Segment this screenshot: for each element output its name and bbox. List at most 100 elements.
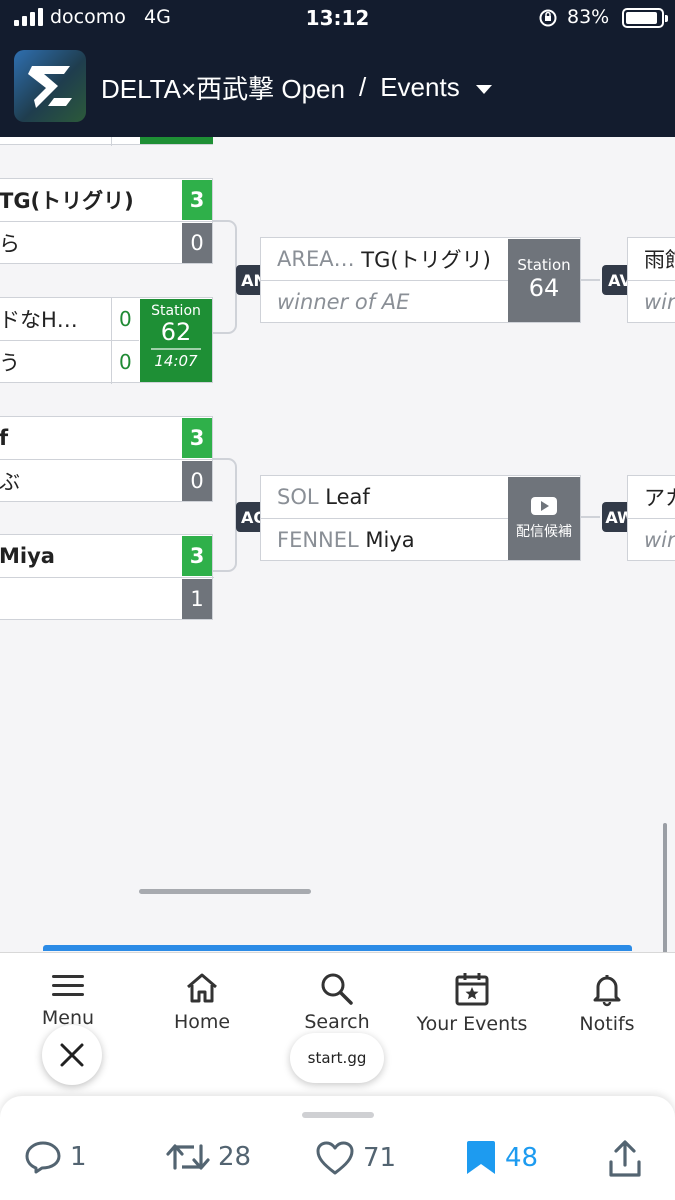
tweet-action-sheet: 1 28 71 48	[0, 1096, 675, 1200]
reply-icon	[25, 1141, 61, 1174]
player-name: Miya	[365, 528, 415, 552]
status-bar: docomo 4G 13:12 83%	[0, 0, 675, 38]
sheet-grabber[interactable]	[302, 1112, 374, 1118]
score-value: 0	[119, 350, 132, 374]
site-url-pill[interactable]: start.gg	[290, 1033, 384, 1083]
player-name: う	[0, 351, 20, 375]
rotation-lock-icon	[539, 9, 557, 27]
retweet-button[interactable]: 28	[166, 1140, 251, 1174]
score-badge: 3	[182, 418, 212, 458]
station-badge: Station 62 14:07	[140, 299, 212, 382]
nav-label: Menu	[41, 1007, 95, 1029]
player-row: SOL Leaf	[277, 476, 507, 518]
share-icon	[609, 1140, 641, 1177]
match-box[interactable]: f 3 ぶ 0	[0, 416, 214, 502]
match-box-av[interactable]: 雨館 winner	[627, 237, 675, 323]
header-title[interactable]: DELTA×西武撃 Open / Events	[101, 69, 492, 106]
match-box[interactable]: Miya 3 1	[0, 534, 214, 620]
player-name: ぶ	[0, 470, 20, 494]
player-name: ドなH…	[0, 308, 78, 332]
carrier-label: docomo 4G	[50, 6, 171, 28]
battery-percent: 83%	[567, 6, 610, 28]
events-dropdown-label[interactable]: Events	[380, 72, 460, 102]
battery-icon	[622, 8, 668, 28]
like-button[interactable]: 71	[315, 1140, 396, 1176]
bookmark-count: 48	[505, 1143, 539, 1173]
player-name: アカ	[644, 486, 675, 510]
tournament-name[interactable]: DELTA×西武撃 Open	[101, 74, 345, 104]
reply-count: 1	[70, 1142, 87, 1172]
reply-button[interactable]: 1	[24, 1140, 87, 1174]
nav-notifs[interactable]: Notifs	[542, 971, 672, 1035]
signal-icon	[14, 8, 43, 26]
score-badge: 3	[182, 536, 212, 576]
horizontal-scrollbar[interactable]	[139, 889, 311, 894]
station-time: 14:07	[154, 352, 198, 370]
menu-icon	[52, 975, 84, 996]
vertical-scrollbar[interactable]	[663, 823, 667, 952]
event-logo[interactable]	[14, 50, 86, 122]
nav-your-events[interactable]: Your Events	[407, 971, 537, 1035]
nav-search[interactable]: Search	[272, 971, 402, 1033]
placeholder-entrant: winner of AE	[277, 290, 410, 314]
nav-label: Home	[173, 1011, 231, 1033]
share-button[interactable]	[608, 1140, 642, 1178]
player-name	[0, 578, 179, 620]
player-name: 雨館	[644, 248, 675, 272]
station-number: 64	[528, 274, 560, 302]
player-name: TG(トリグリ)	[0, 189, 134, 213]
nav-menu[interactable]: Menu	[3, 971, 133, 1029]
app-top-bar: docomo 4G 13:12 83% DELTA×西武撃 Open / Eve…	[0, 0, 675, 137]
stream-candidate-badge[interactable]: 配信候補	[508, 477, 580, 560]
team-prefix: FENNEL	[277, 528, 359, 552]
player-name: TG(トリグリ)	[361, 248, 491, 272]
bookmark-icon	[467, 1141, 495, 1174]
station-number: 62	[160, 318, 192, 346]
retweet-icon	[166, 1144, 210, 1170]
match-box-partial[interactable]	[0, 137, 213, 146]
nav-label: Search	[304, 1011, 370, 1033]
team-prefix: AREA…	[277, 247, 355, 271]
station-label: Station	[151, 303, 201, 319]
score-badge: 1	[182, 579, 212, 619]
cta-banner-edge[interactable]	[43, 945, 632, 951]
calendar-star-icon	[455, 973, 489, 1006]
bracket-view[interactable]: TG(トリグリ) 3 ら 0 ドなH… 0 う 0 Station 62 14:…	[0, 137, 675, 952]
player-name: ら	[0, 232, 20, 256]
placeholder-entrant: winner	[644, 290, 675, 314]
match-box-an[interactable]: AREA… TG(トリグリ) winner of AE Station 64	[260, 237, 581, 323]
stream-candidate-label: 配信候補	[516, 524, 572, 540]
player-name: f	[0, 426, 9, 450]
delta-logo-icon	[28, 66, 72, 108]
video-play-icon	[531, 497, 557, 515]
score-value: 0	[119, 307, 132, 331]
score-badge: 0	[182, 223, 212, 263]
nav-label: Notifs	[579, 1013, 635, 1035]
close-icon	[60, 1043, 84, 1067]
header-separator: /	[358, 72, 367, 102]
player-row: FENNEL Miya	[277, 519, 507, 561]
heart-icon	[316, 1141, 354, 1175]
home-icon	[187, 973, 217, 1003]
match-box-aw[interactable]: アカ winner	[627, 475, 675, 561]
match-box-ao[interactable]: SOL Leaf FENNEL Miya 配信候補	[260, 475, 581, 561]
station-label: Station	[517, 256, 571, 274]
bookmark-button[interactable]: 48	[465, 1140, 538, 1176]
status-time: 13:12	[305, 6, 370, 30]
station-badge: Station 64	[508, 239, 580, 322]
nav-home[interactable]: Home	[137, 971, 267, 1033]
chevron-down-icon[interactable]	[475, 84, 492, 94]
placeholder-entrant: winner	[644, 528, 675, 552]
bell-icon	[593, 975, 621, 1007]
search-icon	[321, 973, 353, 1005]
player-row: AREA… TG(トリグリ)	[277, 238, 507, 280]
player-name: Miya	[0, 544, 55, 568]
score-badge: 3	[182, 180, 212, 220]
player-name: Leaf	[325, 485, 370, 509]
retweet-count: 28	[218, 1142, 252, 1172]
score-badge: 0	[182, 461, 212, 501]
team-prefix: SOL	[277, 485, 319, 509]
match-box[interactable]: TG(トリグリ) 3 ら 0	[0, 178, 214, 264]
match-box[interactable]: ドなH… 0 う 0 Station 62 14:07	[0, 297, 213, 384]
close-browser-button[interactable]	[42, 1025, 102, 1085]
